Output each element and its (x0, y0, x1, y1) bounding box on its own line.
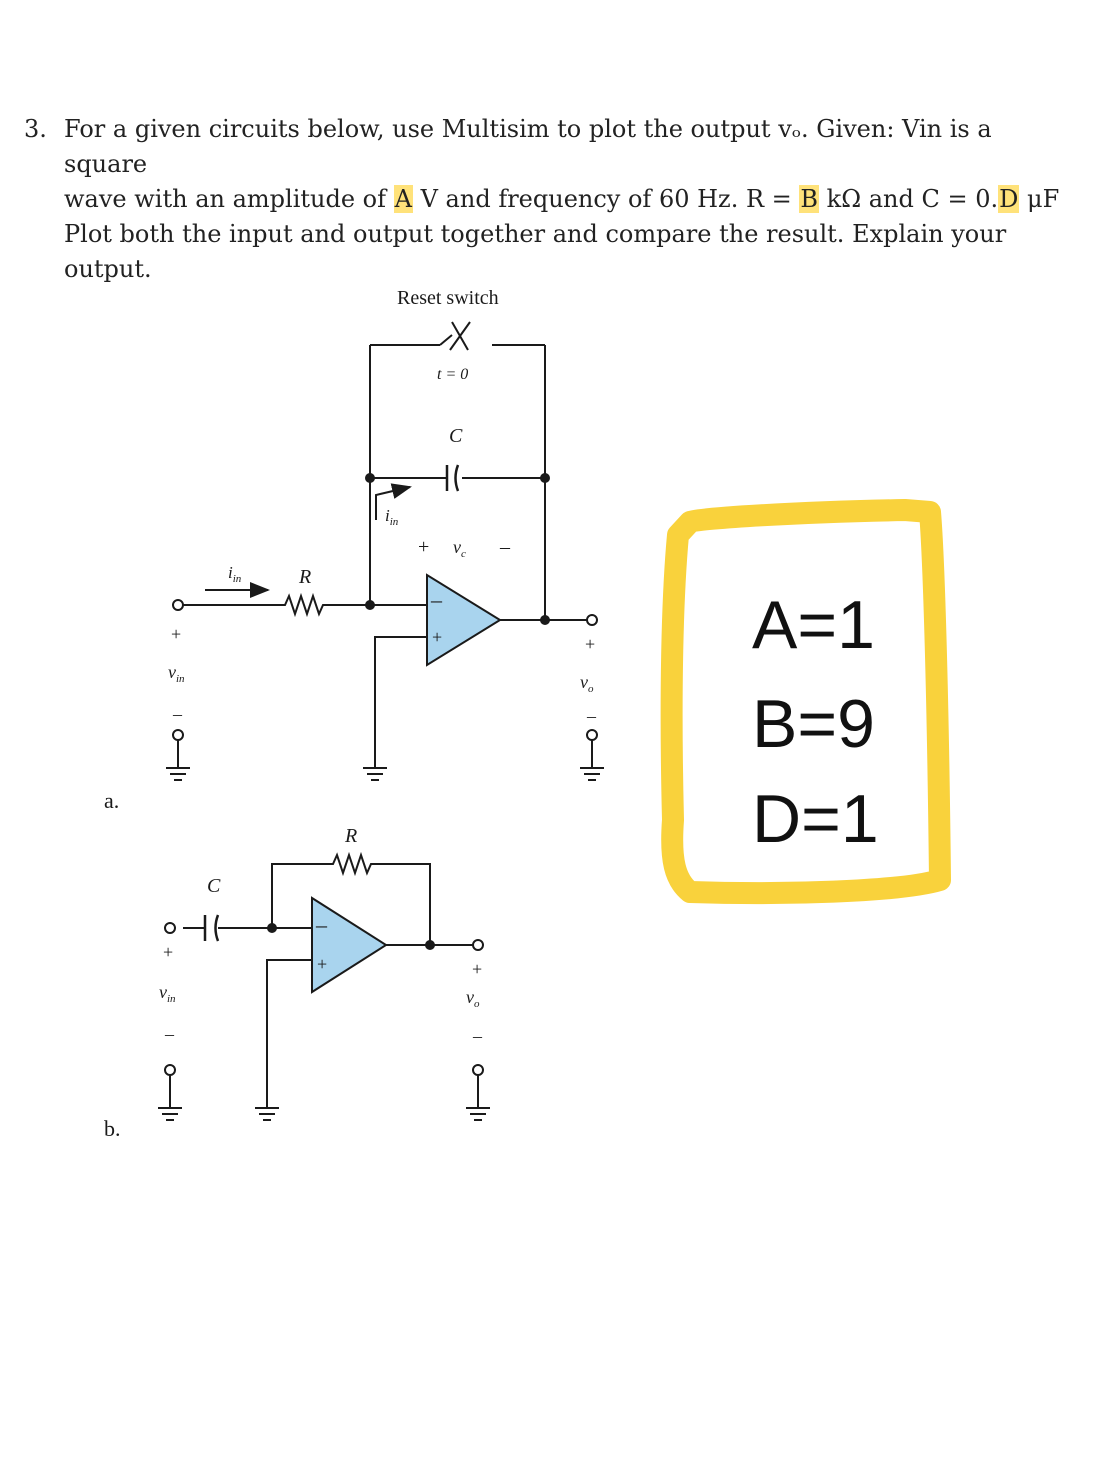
opamp-b-plus: + (317, 954, 327, 974)
opamp-a-plus: + (432, 627, 442, 647)
iin-input-label: iin (228, 563, 242, 585)
t-zero-label: t = 0 (437, 366, 468, 383)
answer-d: D=1 (752, 781, 879, 857)
label-a: a. (104, 788, 119, 813)
vin-label-b: vin (159, 982, 176, 1005)
res-label-b: R (344, 825, 357, 847)
problem-number: 3. (24, 115, 47, 143)
junction-dots-a (365, 473, 550, 625)
vc-label: vc (453, 537, 466, 560)
problem-line-2: wave with an amplitude of A V and freque… (64, 182, 1074, 217)
vo-label-a: vo (580, 672, 594, 695)
vo-plus-a: + (585, 634, 595, 654)
vin-label-a: vin (168, 662, 185, 685)
vin-plus-a: + (171, 624, 181, 644)
reset-switch-label: Reset switch (397, 287, 499, 309)
answer-a: A=1 (752, 587, 875, 663)
cap-label-a: C (449, 425, 463, 447)
vc-minus: – (499, 536, 511, 558)
highlight-b: B (799, 185, 820, 213)
junction-dots-b (267, 923, 435, 950)
vc-plus: + (418, 536, 429, 558)
vo-minus-b: – (472, 1026, 483, 1046)
problem-body: For a given circuits below, use Multisim… (64, 112, 1074, 287)
iin-feedback-label: iin (385, 506, 399, 528)
highlight-d: D (998, 185, 1020, 213)
vo-minus-a: – (586, 706, 597, 726)
opamp-b (311, 896, 388, 994)
opamp-a-minus: – (430, 587, 443, 612)
problem-line-1: For a given circuits below, use Multisim… (64, 115, 992, 178)
vin-minus-b: – (164, 1024, 175, 1044)
opamp-a (426, 573, 502, 667)
problem-line-3: Plot both the input and output together … (64, 220, 1007, 283)
circuit-a (166, 321, 604, 781)
line2-post: μF (1019, 185, 1060, 213)
res-label-a: R (298, 566, 311, 588)
vin-minus-a: – (172, 704, 183, 724)
line2-mid2: kΩ and C = 0. (819, 185, 999, 213)
opamp-b-minus: – (315, 912, 328, 937)
highlight-a: A (393, 185, 413, 213)
line2-mid: V and frequency of 60 Hz. R = (412, 185, 800, 213)
line2-pre: wave with an amplitude of (64, 185, 394, 213)
answer-highlight-box (660, 499, 951, 905)
vin-plus-b: + (163, 942, 173, 962)
label-b: b. (104, 1116, 121, 1141)
cap-label-b: C (207, 875, 221, 897)
answer-b: B=9 (752, 686, 875, 762)
vo-label-b: vo (466, 987, 480, 1010)
circuit-b (158, 851, 490, 1121)
vo-plus-b: + (472, 959, 482, 979)
